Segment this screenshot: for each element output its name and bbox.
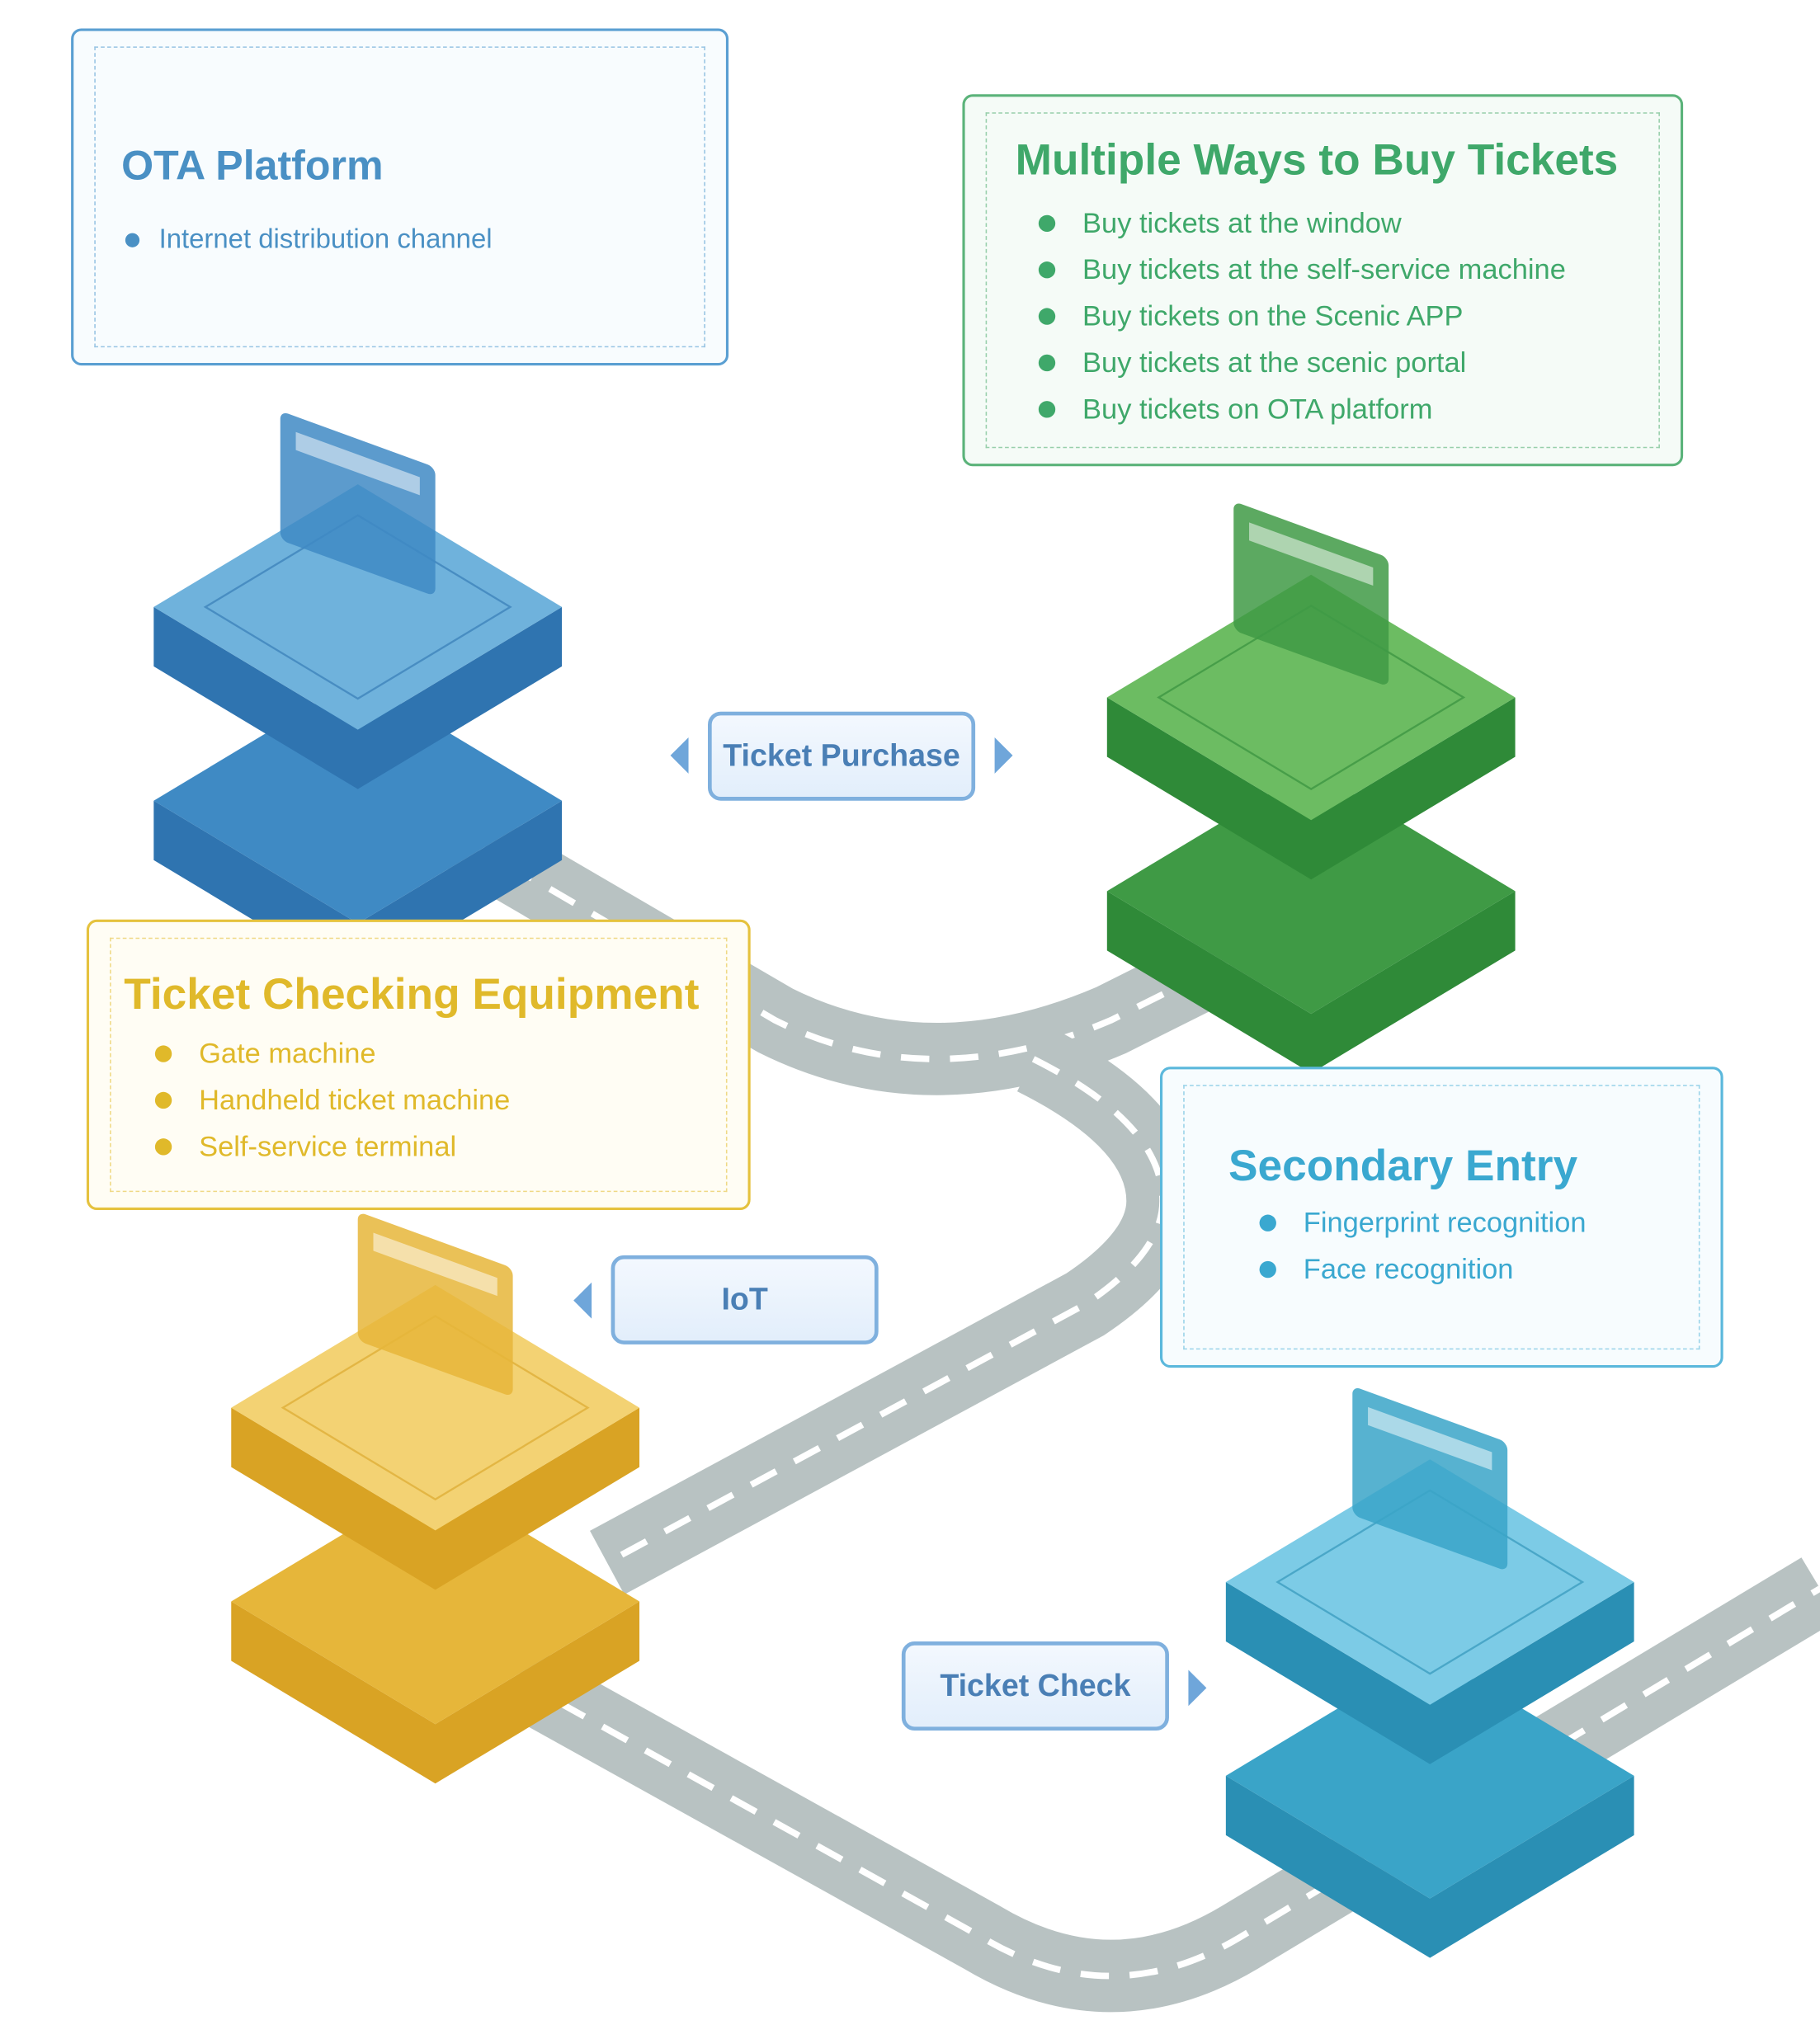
dashed-border xyxy=(1183,1085,1700,1350)
slab-top xyxy=(153,484,563,730)
bullet-icon xyxy=(1038,214,1056,233)
item-text: Fingerprint recognition xyxy=(1303,1206,1587,1239)
arrow-left-icon xyxy=(573,1282,592,1319)
item-text: Buy tickets at the window xyxy=(1082,206,1402,239)
bullet-icon xyxy=(1259,1214,1276,1231)
ota-list: Internet distribution channel xyxy=(125,224,493,256)
item-text: Gate machine xyxy=(199,1037,376,1070)
bullet-icon xyxy=(1038,354,1056,372)
slab-top xyxy=(1106,574,1516,821)
bullet-icon xyxy=(154,1045,172,1062)
panel-line xyxy=(295,431,420,496)
buy-card: Multiple Ways to Buy Tickets Buy tickets… xyxy=(962,94,1684,467)
item-text: Buy tickets at the self-service machine xyxy=(1082,252,1566,286)
slab-side xyxy=(153,606,563,789)
dashed-border xyxy=(110,937,728,1193)
slab-side xyxy=(1225,1775,1634,1958)
buy-platform xyxy=(1106,503,1516,1074)
slab-side xyxy=(231,1407,640,1590)
slab-side xyxy=(231,1601,640,1784)
arrow-left-icon xyxy=(670,737,689,774)
secondary-title: Secondary Entry xyxy=(1228,1142,1578,1191)
bullet-icon xyxy=(1038,261,1056,279)
slab-side xyxy=(1106,891,1516,1074)
bullet-icon xyxy=(125,233,140,247)
list-item: Buy tickets on the Scenic APP xyxy=(1038,293,1566,339)
panel-line xyxy=(373,1232,497,1297)
slab-side xyxy=(1106,697,1516,880)
item-text: Buy tickets on OTA platform xyxy=(1082,392,1433,426)
bullet-icon xyxy=(1038,308,1056,325)
iot-label: IoT xyxy=(611,1255,879,1345)
slab-side xyxy=(1225,1581,1634,1764)
ticket-check-label: Ticket Check xyxy=(901,1641,1169,1731)
ota-title: OTA Platform xyxy=(121,142,384,189)
list-item: Buy tickets at the self-service machine xyxy=(1038,247,1566,293)
panel-line xyxy=(1249,522,1374,586)
list-item: Fingerprint recognition xyxy=(1259,1200,1587,1246)
item-text: Buy tickets on the Scenic APP xyxy=(1082,299,1464,332)
list-item: Face recognition xyxy=(1259,1246,1587,1293)
list-item: Handheld ticket machine xyxy=(154,1077,511,1123)
bullet-icon xyxy=(1038,401,1056,418)
list-item: Buy tickets on OTA platform xyxy=(1038,386,1566,432)
list-item: Internet distribution channel xyxy=(125,224,493,256)
checking-title: Ticket Checking Equipment xyxy=(124,969,700,1020)
item-text: Internet distribution channel xyxy=(158,224,493,255)
item-text: Self-service terminal xyxy=(199,1129,457,1163)
bullet-icon xyxy=(154,1138,172,1156)
buy-title: Multiple Ways to Buy Tickets xyxy=(1015,135,1619,185)
platforms xyxy=(153,412,1634,1958)
bullet-icon xyxy=(154,1091,172,1109)
list-item: Buy tickets at the scenic portal xyxy=(1038,340,1566,386)
ticket-purchase-label: Ticket Purchase xyxy=(708,711,976,801)
arrow-right-icon xyxy=(994,737,1013,774)
dashed-border xyxy=(94,46,705,348)
road-dash xyxy=(463,836,1268,1062)
item-text: Buy tickets at the scenic portal xyxy=(1082,346,1467,379)
panel-line xyxy=(1368,1406,1492,1471)
list-item: Self-service terminal xyxy=(154,1123,510,1170)
arrow-right-icon xyxy=(1188,1669,1207,1707)
list-item: Buy tickets at the window xyxy=(1038,200,1566,247)
dashed-border xyxy=(985,112,1660,449)
road-dash xyxy=(515,1585,1820,1980)
item-text: Face recognition xyxy=(1303,1252,1514,1285)
ota-card: OTA Platform Internet distribution chann… xyxy=(71,28,729,366)
bullet-icon xyxy=(1259,1260,1276,1279)
list-item: Gate machine xyxy=(154,1030,510,1076)
item-text: Handheld ticket machine xyxy=(199,1083,511,1116)
